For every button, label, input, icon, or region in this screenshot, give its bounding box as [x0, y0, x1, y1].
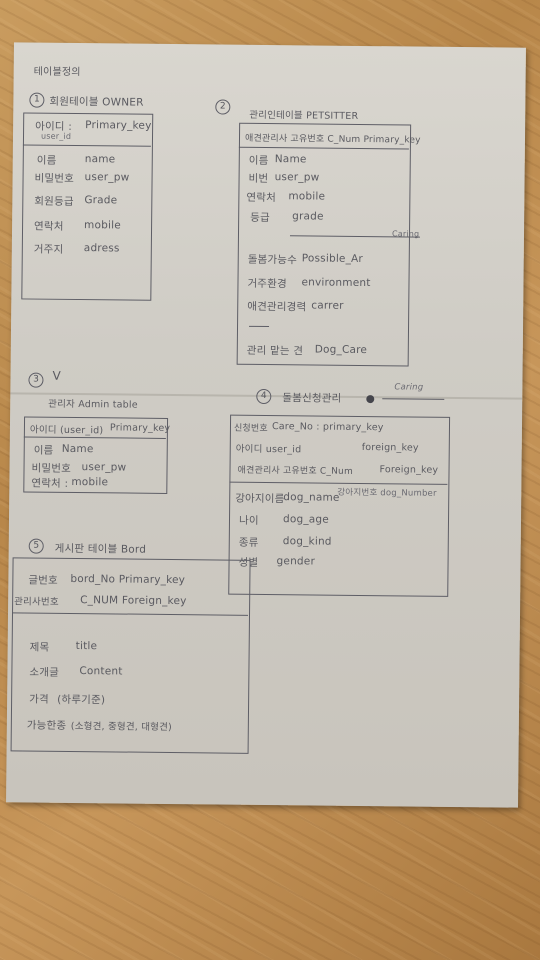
t5-type-cnum: C_NUM Foreign_key [80, 594, 187, 608]
t1-field-grade: 회원등급 [34, 195, 74, 208]
t1-field-userid: user_id [40, 131, 72, 141]
t3-type-mobile: mobile [71, 475, 109, 489]
t3-type-name: Name [61, 442, 94, 456]
t4-extra-dognumber: 강아지번호 dog_Number [337, 487, 437, 499]
t2-type-possible: Possible_Ar [301, 252, 364, 266]
t2-type-environment: environment [301, 276, 371, 290]
t2-field-environment: 거주환경 [247, 277, 287, 291]
table-3-title: 관리자 Admin table [48, 398, 138, 411]
t3-field-id: 아이디 (user_id) [29, 424, 104, 437]
t2-struck-note: Caring [391, 229, 420, 239]
t1-type-name: name [84, 153, 116, 166]
t4-filled-dot-mark [366, 395, 375, 404]
t4-type-age: dog_age [282, 513, 330, 526]
t4-field-userid: 아이디 user_id [235, 443, 302, 456]
t1-type-address: adress [83, 242, 120, 255]
t4-field-dogname: 강아지이름 [235, 492, 285, 506]
t3-field-mobile: 연락처 : [31, 477, 69, 490]
t1-type-mobile: mobile [84, 219, 121, 232]
t2-type-career: carrer [311, 299, 344, 312]
t2-key-row: 애견관리사 고유번호 C_Num Primary_key [244, 133, 421, 146]
t2-field-possible: 돌봄가능수 [247, 253, 298, 267]
t3-field-pw: 비밀번호 [31, 462, 72, 475]
t5-type-content: Content [79, 665, 123, 678]
t3-check-mark: V [52, 368, 61, 383]
table-1-title: 회원테이블 OWNER [49, 95, 144, 109]
t4-type-gender: gender [276, 555, 316, 568]
t2-type-name: Name [274, 153, 307, 166]
t2-field-career: 애견관리경력 [247, 300, 307, 314]
t1-type-grade: Grade [84, 194, 118, 207]
t4-field-age: 나이 [238, 514, 259, 527]
t5-field-title: 제목 [29, 641, 50, 654]
t4-field-careno: 신청번호 [233, 423, 268, 435]
t4-struck-heading-line [382, 398, 445, 400]
table-2-number: 2 [215, 99, 231, 115]
t2-type-pw: user_pw [274, 171, 320, 184]
table-1-number: 1 [29, 92, 45, 108]
t1-field-mobile: 연락처 [34, 220, 64, 233]
t5-field-kind: 가능한종 [26, 719, 67, 732]
t2-struck-mark [249, 325, 270, 328]
table-4-number: 4 [256, 388, 272, 405]
t5-type-title: title [75, 640, 98, 653]
t4-type-userid: foreign_key [361, 442, 419, 454]
document-title: 테이블정의 [33, 66, 81, 79]
t3-type-pw: user_pw [81, 461, 127, 474]
t1-field-name: 이름 [36, 154, 57, 167]
table-5-number: 5 [28, 538, 44, 554]
t2-field-name: 이름 [248, 154, 269, 168]
t2-field-mobile: 연락처 [246, 191, 277, 205]
t2-field-dogcare: 관리 맡는 견 [246, 344, 304, 358]
t5-field-price: 가격 [29, 693, 49, 706]
t4-field-kind: 종류 [238, 536, 259, 549]
t5-type-price: (하루기준) [57, 693, 106, 707]
t2-type-dogcare: Dog_Care [314, 343, 368, 357]
t4-field-cnum: 애견관리사 고유번호 C_Num [237, 465, 354, 477]
t1-field-pw: 비밀번호 [34, 172, 75, 185]
t4-type-cnum: Foreign_key [379, 464, 439, 476]
t5-type-bordno: bord_No Primary_key [70, 572, 186, 587]
t3-field-name: 이름 [33, 444, 54, 457]
t2-type-mobile: mobile [288, 190, 326, 203]
t5-field-content: 소개글 [29, 666, 60, 679]
t2-type-grade: grade [292, 210, 324, 223]
table-3-number: 3 [28, 372, 44, 388]
t1-field-address: 거주지 [33, 243, 64, 256]
t5-field-bordno: 글번호 [28, 574, 59, 587]
t2-field-grade: 등급 [250, 211, 270, 225]
t4-type-careno: Care_No : primary_key [271, 421, 384, 434]
t5-type-kind: (소형견, 중형견, 대형견) [70, 720, 173, 734]
t4-type-kind: dog_kind [282, 535, 332, 548]
t1-type-pw: user_pw [84, 171, 130, 184]
notebook-paper-sheet: 테이블정의 1 회원테이블 OWNER 아이디 : Primary_key us… [6, 42, 526, 808]
t4-type-dogname: dog_name [283, 491, 340, 504]
t4-side-note: Caring [394, 382, 424, 393]
table-2-title: 관리인테이블 PETSITTER [249, 109, 359, 122]
table-4-title: 돌봄신청관리 [282, 392, 342, 405]
t1-type-id: Primary_key [85, 119, 152, 132]
t3-type-id: Primary_key [109, 422, 171, 434]
table-5-title: 게시판 테이블 Bord [54, 542, 147, 556]
t5-field-cnum: 관리사번호 [14, 596, 59, 608]
t2-field-pw: 비번 [248, 172, 269, 186]
